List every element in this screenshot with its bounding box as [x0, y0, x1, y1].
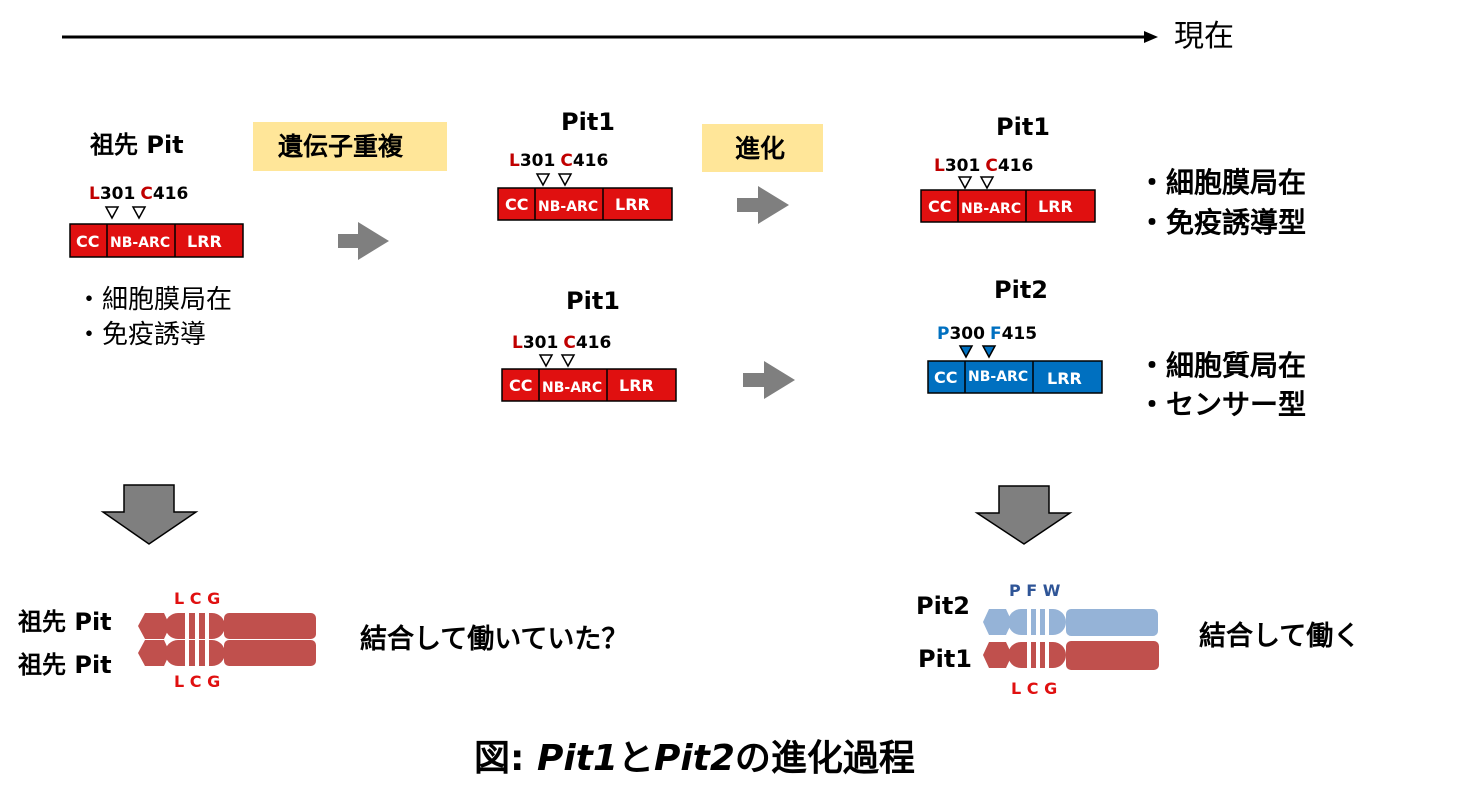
dimer-left: 祖先 Pit 祖先 Pit L C G L C G 結合して [18, 589, 628, 691]
dimer-right-bottom-name: Pit1 [918, 645, 972, 673]
domain-lrr: LRR [187, 232, 222, 251]
dimer-right-bottom-residues: L C G [1011, 679, 1057, 698]
domain-nbarc: NB-ARC [968, 369, 1028, 385]
site-marker-icon [104, 206, 120, 220]
stage3-top-domain-bar: CC NB-ARC LRR [920, 189, 1096, 223]
site-marker-icon [981, 345, 997, 359]
step2-highlight [702, 124, 823, 172]
site-marker-icon [958, 345, 974, 359]
dimer-left-bottom-residues: L C G [174, 672, 220, 691]
domain-lrr: LRR [1047, 369, 1082, 388]
stage3-bottom-title: Pit2 [994, 276, 1048, 304]
figure-caption: 図: Pit1とPit2の進化過程 [474, 738, 915, 779]
stage3-top-feature-1: ・細胞膜局在 [1138, 166, 1306, 199]
dimer-right: Pit2 Pit1 P F W L C G 結合して働く [916, 581, 1360, 698]
domain-nbarc: NB-ARC [538, 199, 598, 215]
dimer-right-pit1-molecule [983, 641, 1159, 670]
timeline-arrowhead [1144, 31, 1158, 43]
stage2-bottom-domain-bar: CC NB-ARC LRR [501, 368, 677, 402]
stage2-bottom-title: Pit1 [566, 287, 620, 315]
site-marker-icon [131, 206, 147, 220]
site-marker-icon [538, 354, 554, 368]
domain-lrr: LRR [615, 195, 650, 214]
stage3-bottom-feature-2: ・センサー型 [1138, 388, 1306, 421]
dimer-left-bottom-molecule [138, 640, 316, 666]
domain-lrr: LRR [619, 376, 654, 395]
site-marker-icon [979, 176, 995, 190]
dimer-left-top-residues: L C G [174, 589, 220, 608]
dimer-left-bottom-name: 祖先 Pit [18, 651, 112, 679]
dimer-right-caption: 結合して働く [1199, 620, 1360, 652]
stage1-domain-bar: CC NB-ARC LRR [69, 223, 244, 258]
down-arrow-icon [974, 485, 1073, 545]
dimer-left-top-name: 祖先 Pit [18, 608, 112, 636]
domain-cc: CC [934, 368, 957, 387]
down-arrow-icon [100, 484, 199, 545]
stage1-title: 祖先 Pit [90, 131, 184, 159]
stage1-feature-1: ・細胞膜局在 [76, 285, 232, 315]
dimer-right-top-name: Pit2 [916, 592, 970, 620]
step1-label: 遺伝子重複 [278, 132, 404, 161]
domain-cc: CC [76, 232, 99, 251]
right-arrow-icon [737, 186, 789, 224]
stage3-bottom-domain-bar: CC NB-ARC LRR [927, 360, 1103, 394]
domain-cc: CC [928, 197, 951, 216]
stage3-top-title: Pit1 [996, 113, 1050, 141]
stage1-feature-2: ・免疫誘導 [76, 320, 206, 350]
domain-cc: CC [509, 376, 532, 395]
domain-lrr: LRR [1038, 197, 1073, 216]
domain-nbarc: NB-ARC [542, 380, 602, 396]
timeline: 現在 [62, 19, 1234, 54]
timeline-label: 現在 [1174, 19, 1234, 54]
stage2-top-title: Pit1 [561, 108, 615, 136]
site-marker-icon [957, 176, 973, 190]
dimer-left-top-molecule [138, 613, 316, 639]
dimer-right-pit2-molecule [983, 609, 1158, 636]
domain-nbarc: NB-ARC [110, 235, 170, 251]
site-marker-icon [557, 173, 573, 187]
right-arrow-icon [743, 361, 795, 399]
stage3-top-feature-2: ・免疫誘導型 [1138, 206, 1306, 239]
step2-label: 進化 [735, 134, 785, 163]
domain-cc: CC [505, 195, 528, 214]
domain-nbarc: NB-ARC [961, 201, 1021, 217]
stage2-top-domain-bar: CC NB-ARC LRR [497, 187, 673, 221]
dimer-right-top-residues: P F W [1009, 581, 1061, 600]
right-arrow-icon [338, 222, 389, 260]
site-marker-icon [535, 173, 551, 187]
site-marker-icon [560, 354, 576, 368]
dimer-left-caption: 結合して働いていた？ [360, 623, 628, 655]
step1-highlight [253, 122, 447, 171]
stage3-bottom-feature-1: ・細胞質局在 [1138, 349, 1306, 382]
